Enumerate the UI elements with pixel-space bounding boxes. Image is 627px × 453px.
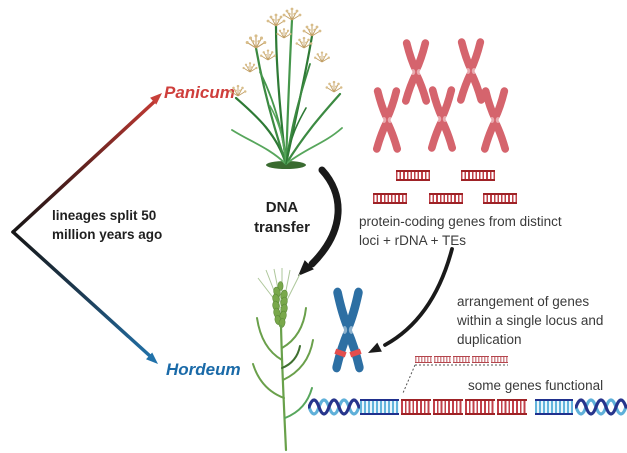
arrangement-line3: duplication [457,332,522,347]
dna-fragment-icon [373,193,407,204]
red-chromosome-icon [432,90,452,148]
dna-fragment-icon [396,170,430,181]
red-chromosome-icon [406,43,426,101]
duplicated-genes-icon [434,356,451,363]
red-gene-segment [401,399,431,415]
dna-transfer-label: DNA transfer [246,198,318,238]
lineages-split-text: lineages split 50 million years ago [52,206,162,244]
blue-gene-segment [360,399,399,415]
duplicated-genes-icon [415,356,432,363]
protein-coding-text: protein-coding genes from distinct loci … [359,212,562,250]
insertion-band [334,348,347,358]
protein-coding-line1: protein-coding genes from distinct [359,214,562,229]
lineage-split-arrows-icon [11,93,162,364]
lineages-split-line2: million years ago [52,227,163,242]
arrangement-text: arrangement of genes within a single loc… [457,292,603,349]
blue-gene-segment [535,399,573,415]
hordeum-label: Hordeum [166,360,241,379]
duplicated-genes-icon [491,356,508,363]
helix-left [308,398,360,416]
blue-chromosome-icon [328,286,368,378]
dna-transfer-arrow-icon [298,166,342,276]
dotted-connector-icon [402,364,508,394]
helix-right [575,398,627,416]
gene-integration-arrow-icon [368,247,454,353]
duplicated-genes-icon [472,356,489,363]
dna-fragment-icon [461,170,495,181]
arrangement-line2: within a single locus and [457,313,604,328]
arrangement-line1: arrangement of genes [457,294,590,309]
dna-fragment-icon [429,193,463,204]
functional-genes-text: some genes functional [468,378,604,393]
dna-helix-strip-icon [308,398,627,416]
red-gene-segment [497,399,527,415]
hordeum-barley-illustration [252,268,314,452]
duplicated-genes-icon [453,356,470,363]
red-chromosome-icon [485,91,505,149]
panicum-label: Panicum [164,83,235,102]
red-gene-segment [465,399,495,415]
protein-coding-line2: loci + rDNA + TEs [359,233,467,248]
red-gene-segment [433,399,463,415]
panicum-grass-illustration [229,7,343,169]
panicum-chromosomes [365,30,525,160]
dna-transfer-line2: transfer [254,219,310,236]
red-chromosome-icon [461,42,481,100]
dna-transfer-line1: DNA [265,199,299,216]
red-chromosome-icon [377,91,397,149]
lineages-split-line1: lineages split 50 [52,208,157,223]
dna-fragment-icon [483,193,517,204]
insertion-band [349,348,362,358]
